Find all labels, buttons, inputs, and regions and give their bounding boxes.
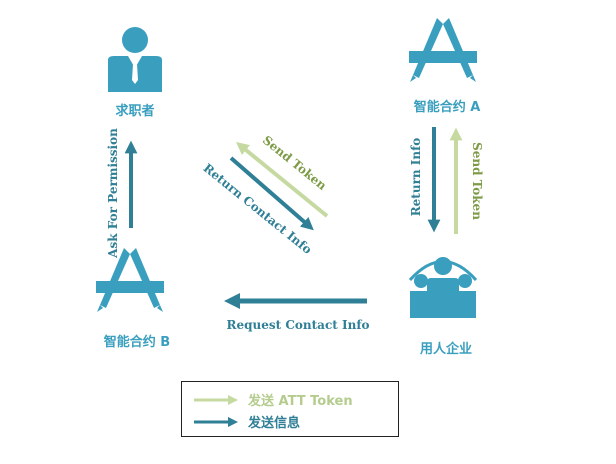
legend-send-info-label: 发送信息: [248, 416, 301, 431]
app-store-icon: [96, 248, 164, 312]
ask-permission-label: Ask For Permission: [106, 128, 120, 259]
contract-b-label: 智能合约 B: [103, 335, 171, 350]
send-token-diagonal-label: Send Token: [260, 133, 330, 193]
return-contact-arrow: [229, 156, 314, 231]
green-arrow-icon: [194, 394, 238, 405]
teal-arrow-icon: [194, 416, 238, 427]
contract-a-label: 智能合约 A: [413, 100, 481, 115]
legend-row-att-token: 发送 ATT Token: [192, 390, 353, 409]
job-seeker-label: 求职者: [115, 104, 155, 119]
legend-row-send-info: 发送信息: [192, 412, 300, 431]
app-store-icon: [409, 18, 477, 82]
legend: 发送 ATT Token 发送信息: [181, 381, 399, 437]
return-info-label: Return Info: [409, 138, 423, 217]
return-contact-label: Return Contact Info: [201, 161, 315, 257]
request-contact-label: Request Contact Info: [227, 318, 370, 332]
send-token-diagonal-arrow: [236, 141, 329, 218]
legend-att-token-label: 发送 ATT Token: [248, 394, 353, 409]
employer-label: 用人企业: [419, 342, 473, 357]
group-icon: [408, 257, 478, 318]
send-token-vertical-label: Send Token: [470, 142, 484, 220]
person-icon: [108, 27, 162, 92]
